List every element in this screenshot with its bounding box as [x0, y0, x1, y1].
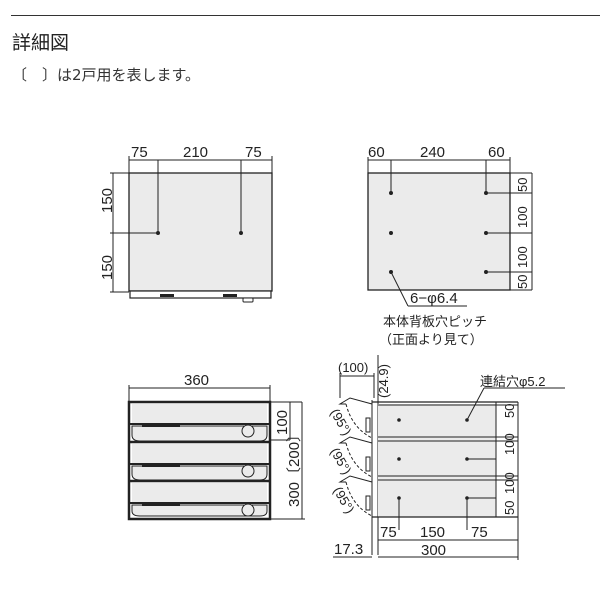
back-hole-label: 6−φ6.4	[410, 290, 458, 307]
back-dim-left: 60	[368, 144, 385, 161]
top-dim-upper-height: 150	[99, 188, 116, 213]
side-dim-door-depth: (100)	[338, 360, 368, 375]
back-dim-h4: 50	[515, 275, 530, 289]
side-hole-label: 連結穴φ5.2	[480, 374, 546, 389]
side-dim-depth: 300	[421, 542, 446, 559]
back-caption-line2: （正面より見て）	[379, 332, 483, 347]
top-dim-left: 75	[131, 144, 148, 161]
back-dim-h1: 50	[515, 178, 530, 192]
side-view	[333, 355, 565, 560]
side-dim-h2: 100	[502, 433, 517, 455]
back-caption-line1: 本体背板穴ピッチ	[383, 314, 487, 329]
side-dim-top-offset: (24.9)	[376, 364, 391, 398]
top-view	[110, 156, 273, 303]
top-dim-center: 210	[183, 144, 208, 161]
bracket-note: 〔 〕は2戸用を表します。	[12, 66, 201, 84]
back-dim-center: 240	[420, 144, 445, 161]
top-dim-lower-height: 150	[99, 255, 116, 280]
back-dim-h2: 100	[515, 206, 530, 228]
top-rule	[11, 15, 600, 16]
front-dim-width: 360	[184, 372, 209, 389]
side-dim-bottom-center: 150	[420, 524, 445, 541]
back-dim-h3: 100	[515, 246, 530, 268]
side-dim-bottom-left: 75	[380, 524, 397, 541]
side-dim-h4: 50	[502, 501, 517, 515]
side-door-angle-2: (95°)	[327, 445, 354, 477]
side-dim-h1: 50	[502, 404, 517, 418]
side-dim-offset: 17.3	[334, 541, 363, 558]
side-door-angle-3: (95°)	[330, 484, 357, 516]
side-door-angle-1: (95°)	[327, 406, 354, 438]
page-title: 詳細図	[12, 32, 70, 54]
side-dim-h3: 100	[502, 472, 517, 494]
front-dim-total-height: 300〔200〕	[286, 427, 303, 507]
side-dim-bottom-right: 75	[471, 524, 488, 541]
top-dim-right: 75	[245, 144, 262, 161]
back-view	[367, 157, 533, 307]
front-dim-unit-height: 100	[274, 410, 291, 435]
back-dim-right: 60	[488, 144, 505, 161]
front-view	[127, 385, 305, 521]
